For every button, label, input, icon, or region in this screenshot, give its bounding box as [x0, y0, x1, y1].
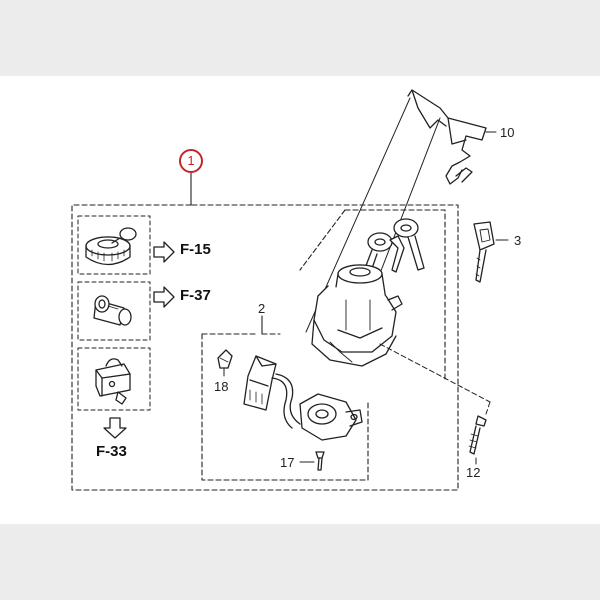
assembly-frame	[71, 204, 459, 491]
box-fuel-cap	[77, 215, 151, 275]
callout-3: 3	[514, 233, 522, 248]
ref-f15-label: F-15	[180, 241, 211, 258]
arrow-f37	[153, 286, 175, 308]
box-seat-lock	[77, 281, 151, 341]
key-blank-icon	[473, 221, 495, 283]
callout-10: 10	[500, 125, 515, 140]
arrow-f33	[103, 417, 127, 439]
helmet-holder-lock-icon	[95, 358, 131, 405]
assembly-number-badge: 1	[179, 149, 203, 173]
switch-connector-icon	[243, 355, 301, 429]
fuel-cap-icon	[85, 227, 137, 266]
cable-clamp-icon	[299, 393, 363, 441]
arrow-f15	[153, 241, 175, 263]
screw-17-icon	[299, 451, 325, 471]
ref-f37-label: F-37	[180, 287, 211, 304]
callout-2: 2	[258, 301, 266, 316]
screw-icon	[379, 343, 491, 455]
callout-18: 18	[214, 379, 229, 394]
clip-18-icon	[217, 349, 233, 377]
ignition-box	[299, 209, 446, 381]
seat-lock-cylinder-icon	[93, 295, 132, 326]
ignition-switch-icon	[311, 264, 403, 367]
callout-17: 17	[280, 455, 295, 470]
key-set-icon	[361, 218, 425, 281]
callout-12: 12	[466, 465, 481, 480]
subassembly-frame	[201, 333, 369, 481]
ref-f33-label: F-33	[96, 443, 127, 460]
box-helmet-lock	[77, 347, 151, 411]
